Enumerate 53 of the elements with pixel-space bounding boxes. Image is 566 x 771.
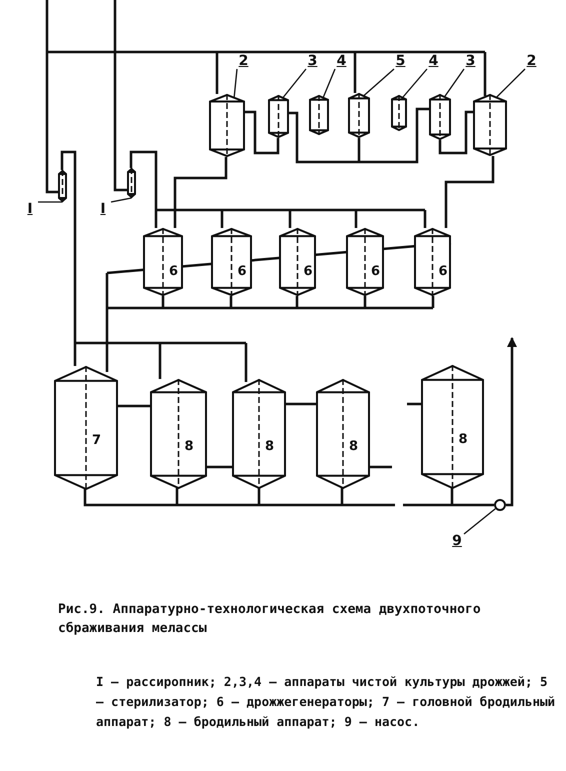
tank-number: 8 (458, 433, 468, 448)
tank (391, 95, 407, 131)
leader-line (362, 68, 394, 96)
leader-line (282, 68, 306, 98)
tank (421, 365, 484, 489)
tank (414, 228, 451, 296)
arrow (506, 337, 517, 506)
tank (473, 94, 507, 156)
tank (211, 228, 252, 296)
callout-number: 2 (237, 54, 250, 69)
callout-number: I (95, 202, 111, 217)
callout-number: 2 (525, 54, 538, 69)
callout-number: 3 (306, 54, 319, 69)
tank-number: 6 (304, 265, 313, 280)
tank (309, 95, 329, 135)
tank (279, 228, 316, 296)
key-text: I – рассиропник; 2,3,4 – аппараты чистой культуры дрожжей; 5 – стерилизатор; 6 – дрожжегенераторы; 7 – головной бродильный аппарат; 8 – бродильный аппарат; 9 – насос. (96, 673, 556, 731)
tank-number: 6 (438, 265, 448, 280)
tank (268, 95, 289, 138)
callout-number: 3 (464, 54, 477, 69)
tank-number: 8 (184, 440, 194, 454)
tank (150, 379, 207, 489)
tank (58, 170, 67, 202)
tank (127, 168, 136, 198)
leader-line (464, 508, 496, 534)
tank (348, 93, 370, 138)
tank-number: 7 (92, 434, 102, 448)
tank-number: 6 (169, 265, 178, 280)
callout-number: I (22, 202, 38, 217)
leader-line (110, 197, 132, 203)
tank (316, 379, 370, 489)
callout-number: 4 (335, 54, 348, 69)
pump-symbol (494, 499, 506, 511)
callout-number: 4 (427, 54, 440, 69)
tank (232, 379, 286, 489)
figure-caption: Рис.9. Аппаратурно-технологическая схема двухпоточного сбраживания мелассы (58, 601, 482, 638)
tank (54, 366, 118, 490)
tank-number: 6 (371, 265, 380, 280)
tank (346, 228, 384, 296)
tank (143, 228, 183, 296)
callout-number: 9 (450, 534, 464, 549)
tank-number: 6 (238, 265, 247, 280)
leader-line (38, 201, 62, 203)
tank (209, 94, 245, 157)
leader-line (234, 68, 238, 98)
leader-line (322, 68, 336, 98)
tank (429, 94, 451, 140)
leader-line (444, 68, 465, 98)
callout-number: 5 (394, 54, 407, 69)
leader-line (402, 68, 428, 98)
tank-number: 8 (349, 440, 358, 454)
tank-number: 8 (265, 440, 274, 454)
leader-line (496, 68, 526, 98)
